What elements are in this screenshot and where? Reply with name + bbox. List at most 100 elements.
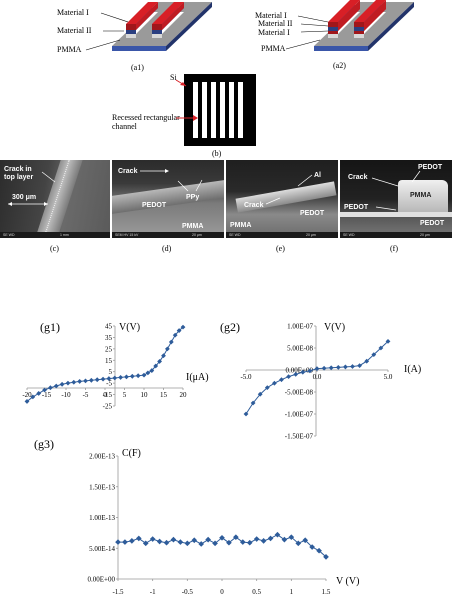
g3-xtick-label: -1.5	[112, 588, 124, 596]
g2-ytick-label: -1.00E-07	[285, 411, 314, 419]
g2-point	[286, 374, 292, 380]
b-label-si: Si	[170, 73, 177, 82]
g2-panel-label: (g2)	[220, 320, 240, 334]
d-label-pmma: PMMA	[182, 223, 204, 230]
g3-panel-label: (g3)	[34, 437, 54, 451]
g1-point	[164, 346, 170, 352]
g1-panel-label: (g1)	[40, 320, 60, 334]
e-label-pmma: PMMA	[230, 222, 252, 229]
g2-point	[357, 363, 363, 369]
a1-label-pmma: PMMA	[57, 45, 82, 54]
g1-point	[59, 381, 65, 387]
g1-point	[47, 385, 53, 391]
b-label-channel-1: Recessed rectangular	[112, 113, 180, 122]
g3-point	[260, 538, 267, 544]
d-label-ppy: PPy	[186, 194, 200, 201]
d-label-crack: Crack	[118, 168, 138, 175]
g3-xtick-label: 0.5	[252, 588, 261, 596]
g1-xtick-label: 20	[180, 391, 188, 399]
g1-xtick-label: -5	[83, 391, 89, 399]
g1-xtick-label: 10	[141, 391, 149, 399]
g2-point	[342, 364, 348, 370]
a1-caption: (a1)	[131, 63, 144, 72]
g1-ytick-label: 5	[109, 368, 113, 376]
g2-xtick-label: 5.0	[384, 373, 393, 381]
g2-ytick-label: -5.00E-08	[285, 389, 314, 397]
g3-point	[246, 539, 253, 546]
f-caption: (f)	[390, 244, 398, 253]
a2-leader-lines	[285, 15, 329, 50]
g2-point	[279, 377, 284, 383]
f-label-crack: Crack	[348, 174, 368, 181]
g1-point	[149, 368, 155, 373]
g1-xtick-label: 15	[160, 391, 168, 399]
g3-xtick-label: -0.5	[182, 588, 194, 596]
g3-ytick-label: 1.50E-13	[89, 483, 115, 491]
f-block	[398, 180, 448, 212]
g1-point	[141, 372, 147, 378]
g3-ytick-label: 1.00E-13	[89, 514, 115, 522]
e-caption: (e)	[276, 244, 285, 253]
g1-point	[83, 378, 88, 384]
a2-label-pmma: PMMA	[261, 44, 286, 53]
c-caption: (c)	[50, 244, 59, 253]
g2-xtick-label: 0.0	[313, 373, 322, 381]
g2-point	[321, 365, 327, 371]
g3-point	[163, 539, 170, 546]
g3-point	[135, 535, 142, 542]
g2-ylabel: V(V)	[324, 322, 345, 333]
b-label-channel-2: channel	[112, 122, 137, 131]
g3-point	[267, 535, 274, 542]
c-label-crack-1: Crack in	[4, 166, 32, 173]
g1-xtick-label: -15	[42, 391, 52, 399]
g1-ytick-label: 45	[105, 323, 113, 331]
g1-point	[168, 339, 174, 345]
b-caption: (b)	[212, 149, 222, 158]
b-arrows	[175, 79, 198, 121]
g3-point	[191, 537, 198, 544]
g2-point	[257, 391, 263, 397]
a2-caption: (a2)	[333, 61, 346, 70]
g2-ytick-label: 1.00E-07	[287, 323, 313, 331]
f-label-pedot-bottom: PEDOT	[420, 220, 445, 227]
c-annotations	[8, 171, 56, 206]
g1-point	[36, 391, 42, 396]
g1-ytick-label: -15	[103, 391, 113, 399]
g2-point	[364, 358, 370, 364]
a2-label-material-1b: Material I	[258, 28, 290, 37]
g1-point	[65, 380, 71, 386]
g3-point	[115, 539, 121, 545]
g3-point	[184, 540, 191, 547]
g1-point	[112, 375, 118, 381]
g3-ytick-label: 5.00E-14	[89, 545, 115, 553]
g1-ylabel: V(V)	[119, 322, 140, 333]
c-label-dim: 300 μm	[12, 194, 37, 201]
d-label-pedot: PEDOT	[142, 202, 167, 209]
d-caption: (d)	[162, 244, 172, 253]
f-annotations	[371, 170, 421, 211]
g2-point	[243, 411, 249, 417]
d-annotations	[140, 169, 203, 192]
g1-ytick-label: -25	[103, 403, 113, 411]
chart-g2: -1.50E-07-1.00E-07-5.00E-080.00E+005.00E…	[240, 322, 421, 441]
g1-point	[124, 374, 129, 380]
g3-point	[226, 539, 232, 546]
g3-point	[274, 531, 281, 538]
e-label-crack: Crack	[244, 202, 264, 209]
g3-xlabel: V (V)	[336, 576, 359, 587]
g3-point	[253, 536, 260, 542]
g1-point	[100, 376, 106, 382]
g1-point	[129, 373, 135, 379]
a2-label-material-1: Material I	[255, 11, 287, 20]
g1-xtick-label: -10	[61, 391, 71, 399]
g3-ytick-label: 2.00E-13	[89, 453, 115, 461]
g3-ytick-label: 0.00E+00	[88, 576, 116, 584]
